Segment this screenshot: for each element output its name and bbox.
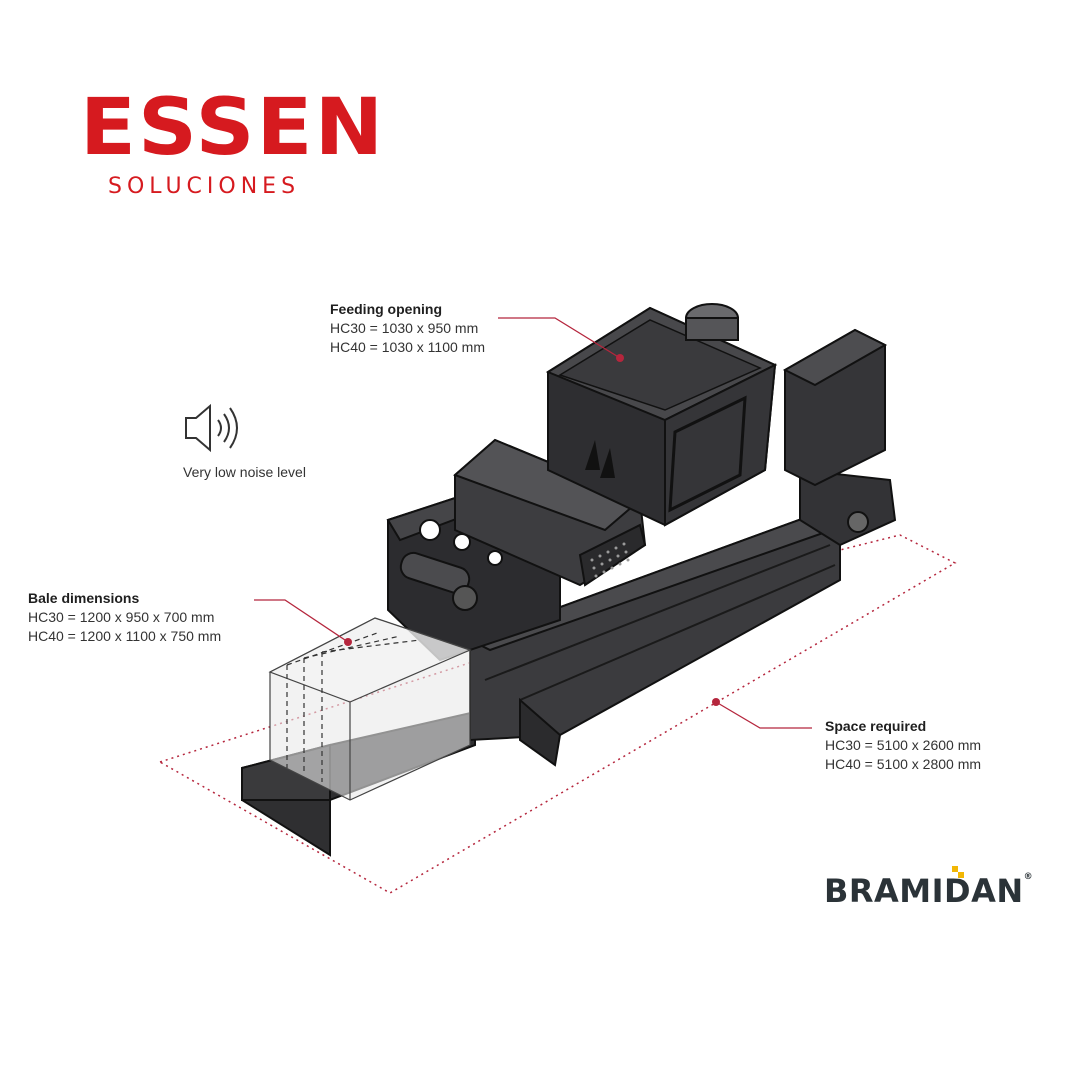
space-required-hc30: HC30 = 5100 x 2600 mm xyxy=(825,737,982,753)
essen-logo-word: ESSEN xyxy=(80,83,386,173)
space-required-title: Space required xyxy=(825,718,927,734)
space-required-hc40: HC40 = 5100 x 2800 mm xyxy=(825,756,982,772)
bramidan-logo-word: BRAMIDAN xyxy=(824,872,1024,910)
space-callout-dot xyxy=(712,698,720,706)
space-required-callout: Space required HC30 = 5100 x 2600 mm HC4… xyxy=(825,717,981,774)
speaker-icon xyxy=(185,403,238,453)
feeding-opening-hc40: HC40 = 1030 x 1100 mm xyxy=(330,339,485,355)
space-required-footprint xyxy=(158,534,957,894)
bale-dimensions-hc30: HC30 = 1200 x 950 x 700 mm xyxy=(28,609,215,625)
frame-rail xyxy=(799,468,897,547)
bale-dimensions-hc40: HC40 = 1200 x 1100 x 750 mm xyxy=(28,628,222,644)
feeding-opening-callout: Feeding opening HC30 = 1030 x 950 mm HC4… xyxy=(330,300,485,357)
feeding-opening-title: Feeding opening xyxy=(330,301,442,317)
callout-leaders xyxy=(254,317,812,729)
bale-callout-dot xyxy=(344,638,352,646)
bale-dimensions-title: Bale dimensions xyxy=(28,590,140,606)
registered-mark: ® xyxy=(1023,872,1034,882)
bale-dimensions-callout: Bale dimensions HC30 = 1200 x 950 x 700 … xyxy=(28,589,221,646)
bramidan-logo-mark xyxy=(952,866,964,878)
feeding-opening-hc30: HC30 = 1030 x 950 mm xyxy=(330,320,479,336)
essen-logo: ESSEN SOLUCIONES xyxy=(80,88,400,199)
bramidan-logo: BRAMIDAN® xyxy=(824,872,1033,910)
essen-logo-tagline: SOLUCIONES xyxy=(108,174,301,199)
feeding-callout-dot xyxy=(616,354,624,362)
noise-level-label: Very low noise level xyxy=(183,464,306,480)
